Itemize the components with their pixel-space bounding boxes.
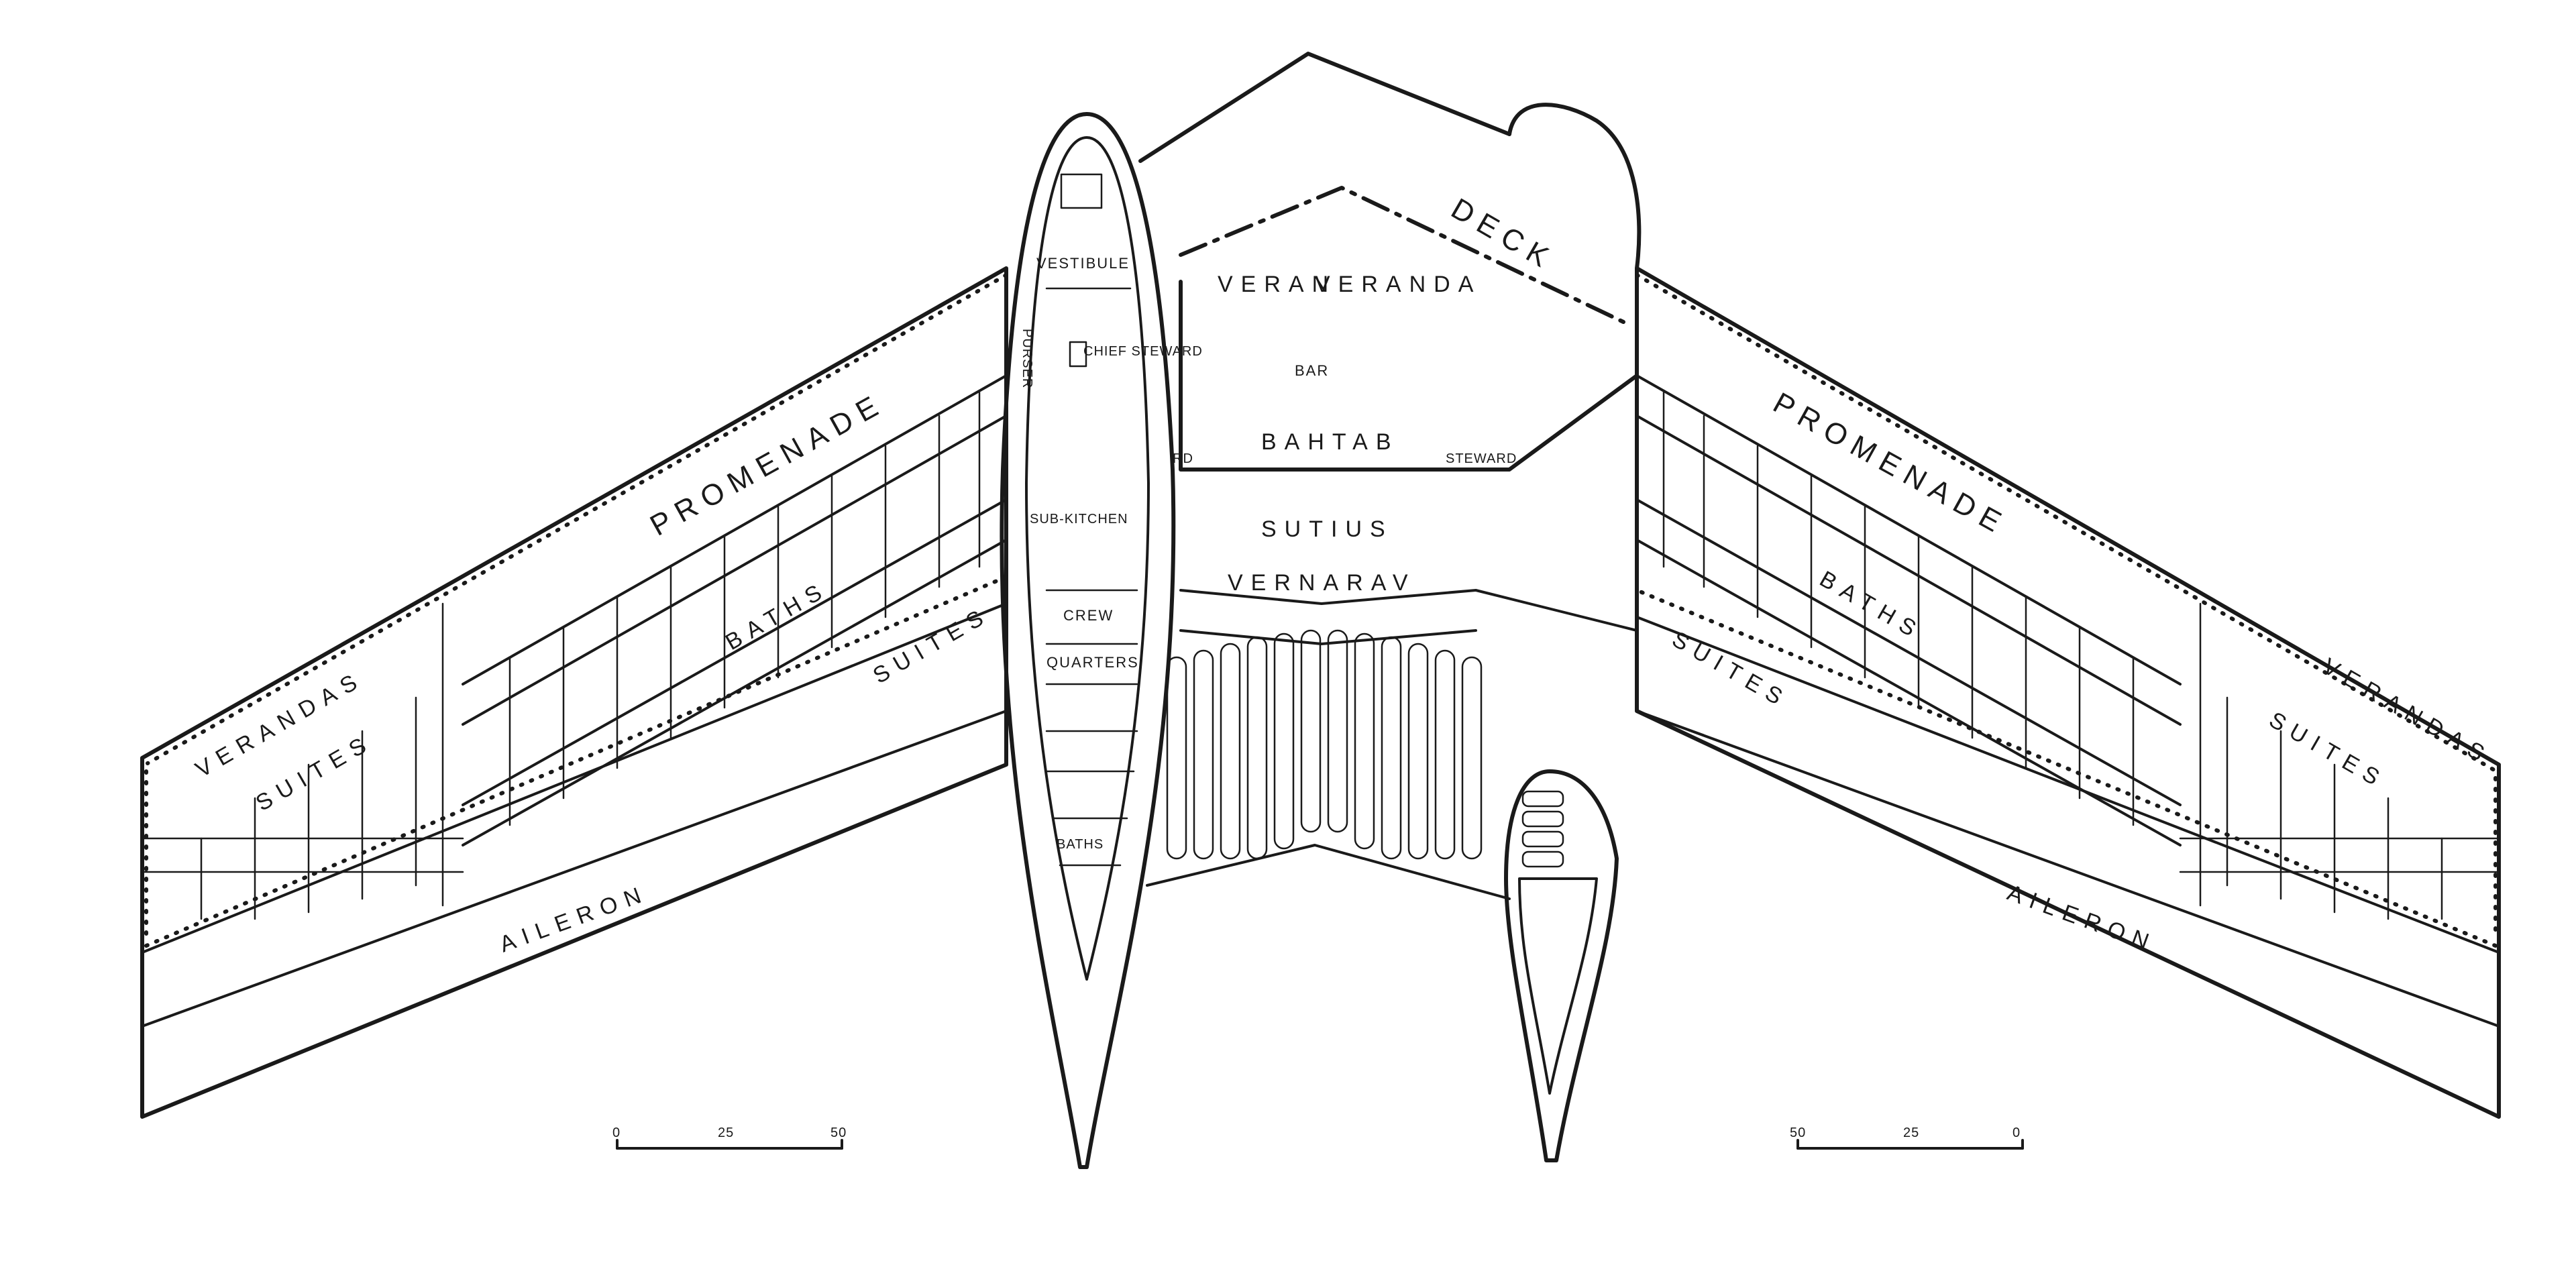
label-suites-center: SUTIUS <box>1261 516 1393 542</box>
label-crew: CREW <box>1063 607 1114 624</box>
left-fuselage-outline <box>1000 112 1176 1169</box>
label-promenade-left: PROMENADE <box>645 386 890 543</box>
label-suites-right-outer: SUITES <box>2265 707 2391 794</box>
label-chief-steward: CHIEF STEWARD <box>1083 344 1203 359</box>
right-nacelle <box>1504 769 1619 1162</box>
label-veranda-top-right: VERANDA <box>1315 272 1481 297</box>
label-baths-fuselage: BATHS <box>1057 837 1104 852</box>
label-vestibule: VESTIBULE <box>1036 255 1130 272</box>
scale-left-tick-2: 50 <box>830 1125 847 1140</box>
label-baths-right: BATHS <box>1815 566 1927 645</box>
right-wing-outline <box>1635 266 2501 1119</box>
left-wing <box>140 266 1008 1119</box>
scale-right-tick-0: 50 <box>1790 1125 1806 1140</box>
label-steward-center: STEWARD <box>1446 451 1517 466</box>
label-veranda-center: VERNARAV <box>1228 570 1416 596</box>
label-purser: PURSER <box>1020 329 1034 388</box>
left-wing-outline <box>140 266 1008 1119</box>
center-section <box>1138 52 1642 900</box>
label-card: RD <box>1173 451 1193 466</box>
label-bar: BAR <box>1295 362 1329 379</box>
label-aileron-right: AILERON <box>2004 880 2159 957</box>
label-baths-left: BATHS <box>721 576 833 655</box>
scale-left-tick-0: 0 <box>612 1125 621 1140</box>
scale-left-tick-1: 25 <box>718 1125 734 1140</box>
label-baths-center: BAHTAB <box>1261 429 1399 455</box>
label-quarters: QUARTERS <box>1046 654 1139 671</box>
right-wing <box>1635 266 2501 1119</box>
left-fuselage <box>1000 112 1176 1169</box>
label-veranda-top-left: VERAN <box>1218 272 1336 297</box>
scale-bar-right: 50 25 0 <box>1790 1125 2024 1150</box>
scale-right-tick-2: 0 <box>2012 1125 2021 1140</box>
scale-right-tick-1: 25 <box>1903 1125 1919 1140</box>
label-suites-left-inner: SUITES <box>869 602 995 689</box>
scale-bar-left: 0 25 50 <box>612 1125 847 1150</box>
label-sub-kitchen: SUB-KITCHEN <box>1030 512 1128 527</box>
